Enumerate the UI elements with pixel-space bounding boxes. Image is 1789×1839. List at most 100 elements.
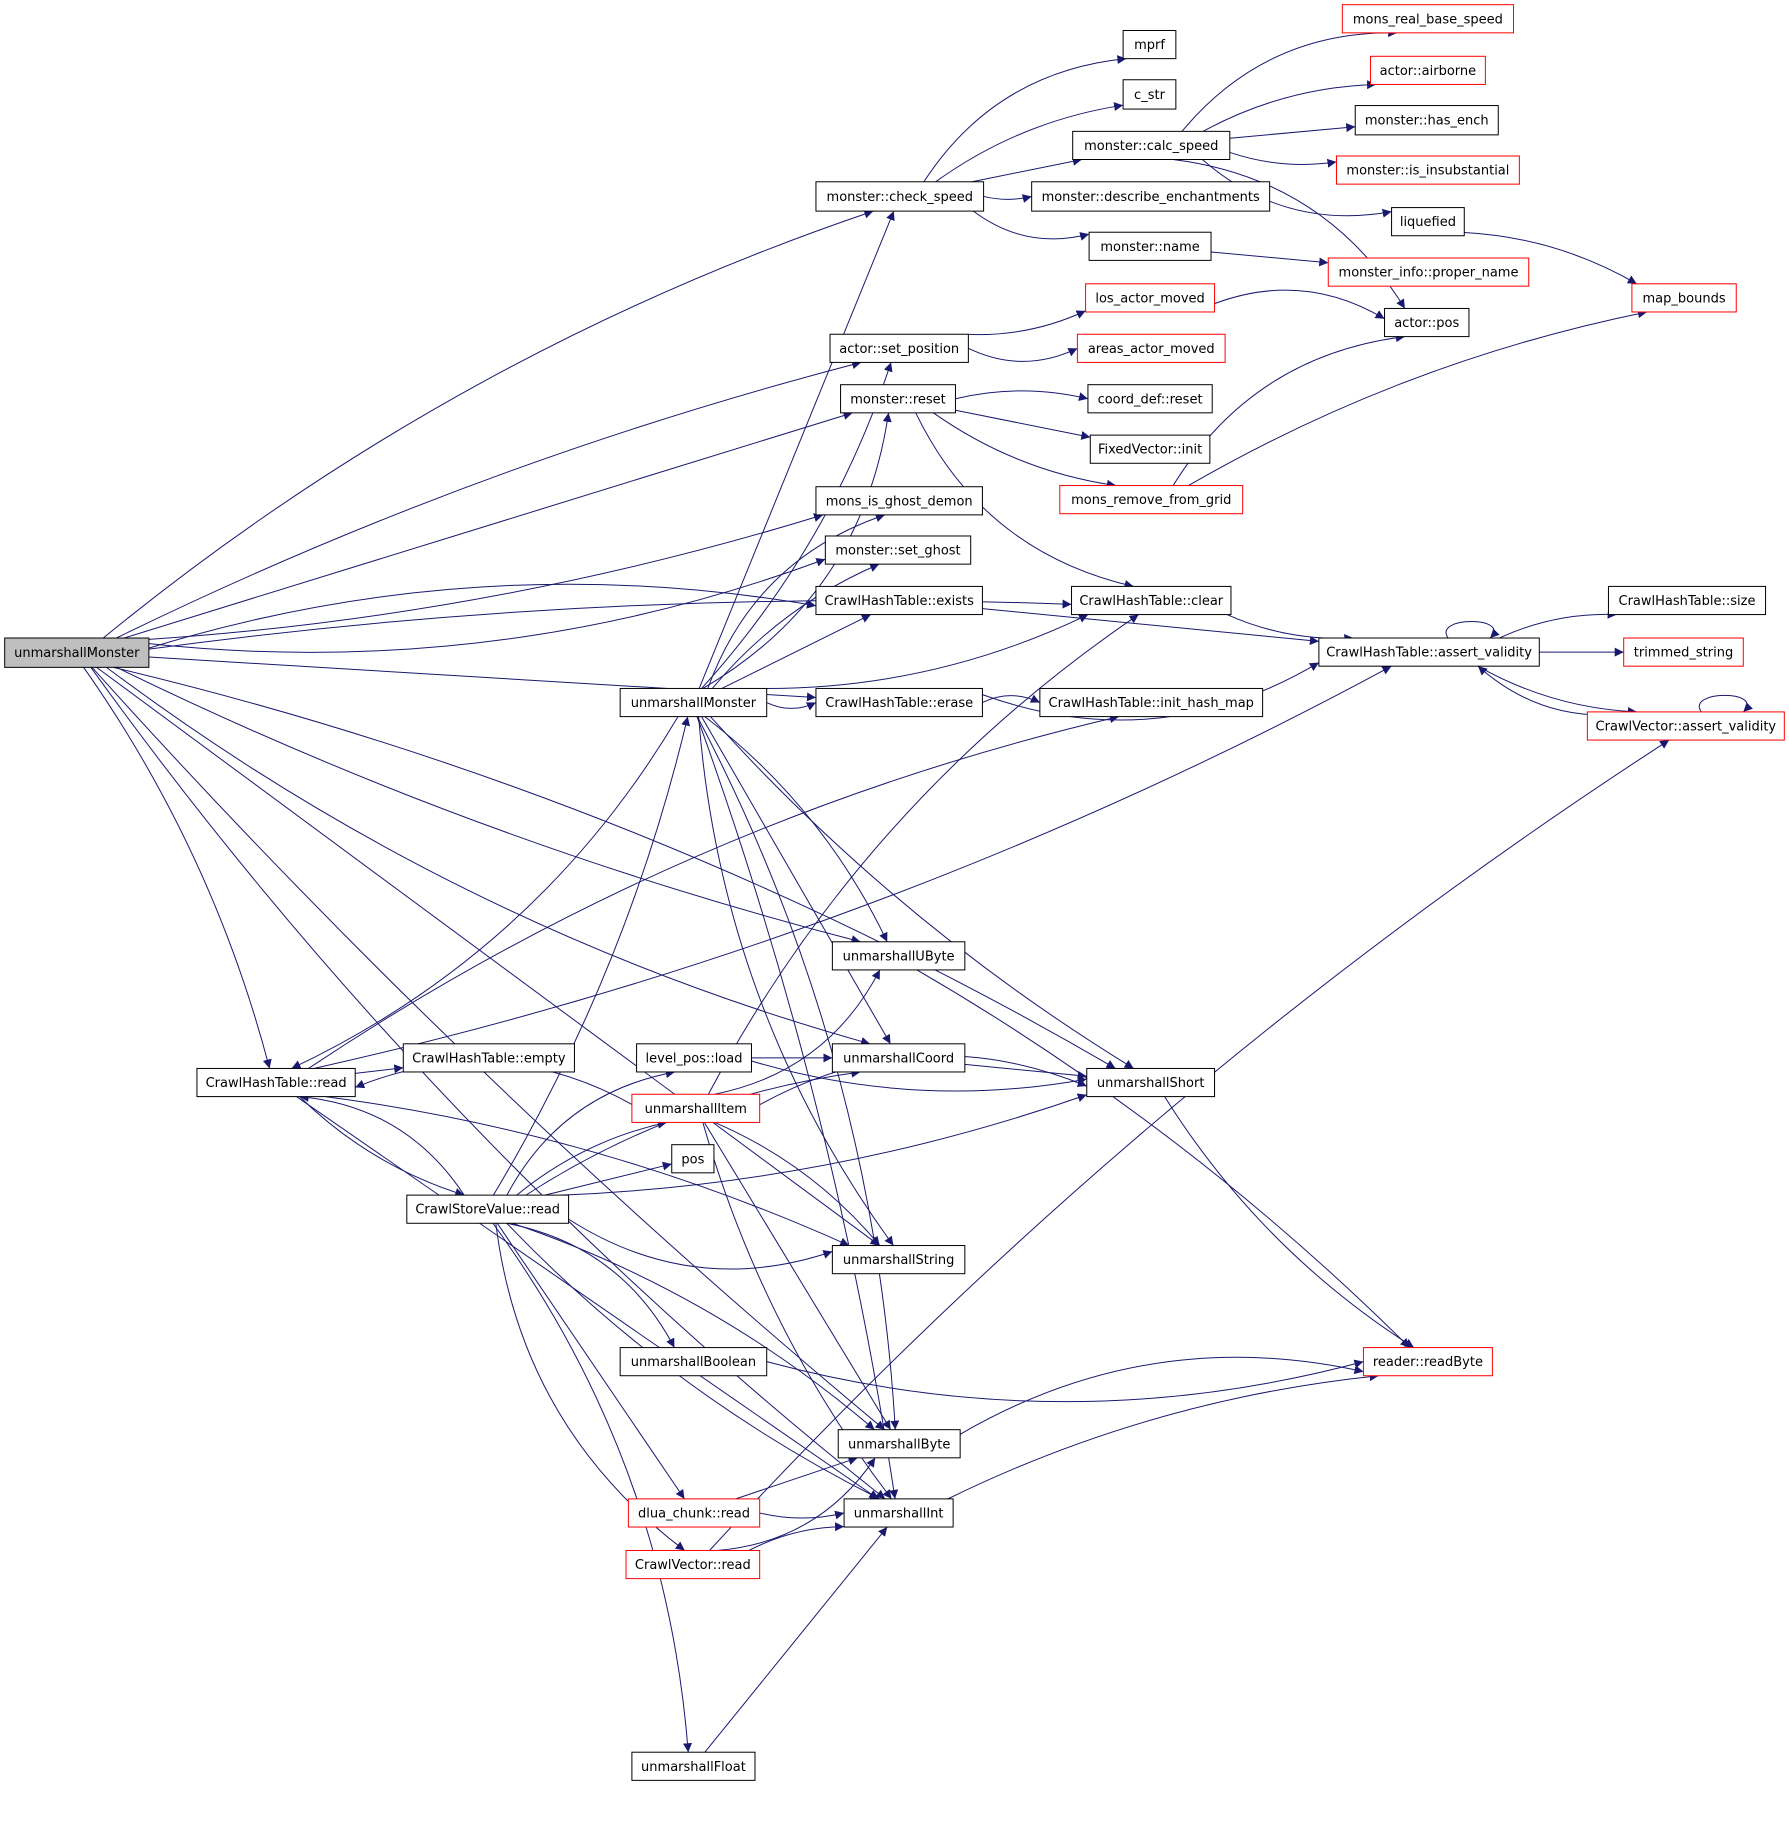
node-check_speed[interactable]: monster::check_speed: [815, 181, 985, 212]
node-box: [831, 941, 966, 971]
node-label: monster::reset: [850, 392, 946, 407]
edge-root-to-ghost_demon: [148, 513, 824, 640]
node-cv_assert[interactable]: CrawlVector::assert_validity: [1586, 711, 1785, 741]
node-coord_reset[interactable]: coord_def::reset: [1087, 384, 1213, 414]
node-label: mons_is_ghost_demon: [826, 494, 973, 509]
node-string[interactable]: unmarshallString: [831, 1245, 966, 1275]
node-ht_read[interactable]: CrawlHashTable::read: [196, 1067, 356, 1098]
edge-ht_read-to-ht_assert: [313, 665, 1392, 1069]
edge-root-to-short: [113, 666, 1116, 1069]
node-areas_actor_moved[interactable]: areas_actor_moved: [1076, 333, 1226, 363]
node-c_str[interactable]: c_str: [1122, 79, 1177, 110]
node-box: [1318, 637, 1540, 667]
node-ghost_demon[interactable]: mons_is_ghost_demon: [815, 486, 983, 516]
node-map_bounds[interactable]: map_bounds: [1631, 283, 1737, 313]
edge-dlua-to-int: [759, 1510, 845, 1520]
node-label: monster::describe_enchantments: [1042, 190, 1260, 205]
node-airborne[interactable]: actor::airborne: [1369, 55, 1486, 85]
node-box: [1327, 257, 1530, 287]
edge-byte-to-readbyte: [959, 1356, 1364, 1435]
node-mon_reset[interactable]: monster::reset: [840, 384, 956, 414]
edge-cv_assert-to-cv_assert: [1698, 694, 1753, 713]
node-item[interactable]: unmarshallItem: [631, 1093, 761, 1123]
edge-cv_read-to-int: [748, 1522, 845, 1551]
edge-sv_read-to-float: [492, 1222, 693, 1753]
node-mons_real_base_speed[interactable]: mons_real_base_speed: [1341, 4, 1514, 34]
node-label: monster::name: [1100, 240, 1199, 255]
node-box: [631, 1751, 756, 1781]
node-box: [831, 1043, 966, 1073]
node-set_ghost[interactable]: monster::set_ghost: [824, 535, 972, 565]
node-ht_erase[interactable]: CrawlHashTable::erase: [815, 687, 983, 718]
node-ht_size[interactable]: CrawlHashTable::size: [1607, 585, 1767, 616]
node-box: [1087, 384, 1213, 414]
node-root[interactable]: unmarshallMonster: [4, 637, 150, 668]
node-ht_clear[interactable]: CrawlHashTable::clear: [1071, 585, 1232, 616]
node-label: monster::has_ench: [1365, 114, 1489, 129]
node-coord[interactable]: unmarshallCoord: [831, 1043, 966, 1073]
node-levelpos_load[interactable]: level_pos::load: [636, 1043, 752, 1073]
node-ht_assert[interactable]: CrawlHashTable::assert_validity: [1318, 637, 1540, 667]
edge-root-to-ht_read: [83, 667, 272, 1069]
node-liquefied[interactable]: liquefied: [1391, 207, 1465, 237]
node-box: [636, 1043, 752, 1073]
edge-calc_speed-to-liquefied: [1201, 159, 1392, 218]
edge-ht_clear-to-ht_assert: [1226, 614, 1354, 643]
node-set_position[interactable]: actor::set_position: [829, 333, 969, 363]
edge-sv_read-to-ht_read: [299, 1092, 465, 1196]
node-fv_init[interactable]: FixedVector::init: [1089, 434, 1211, 464]
node-ubyte[interactable]: unmarshallUByte: [831, 941, 966, 971]
node-ht_empty[interactable]: CrawlHashTable::empty: [402, 1043, 575, 1073]
node-sv_read[interactable]: CrawlStoreValue::read: [406, 1194, 570, 1224]
node-cv_read[interactable]: CrawlVector::read: [625, 1549, 761, 1580]
node-int[interactable]: unmarshallInt: [843, 1498, 954, 1528]
node-calc_speed[interactable]: monster::calc_speed: [1072, 130, 1231, 161]
node-proper_name[interactable]: monster_info::proper_name: [1327, 257, 1530, 287]
node-actor_pos[interactable]: actor::pos: [1384, 307, 1470, 338]
node-ht_exists[interactable]: CrawlHashTable::exists: [815, 585, 983, 616]
node-box: [196, 1067, 356, 1098]
node-box: [837, 1429, 961, 1459]
node-dlua[interactable]: dlua_chunk::read: [627, 1498, 761, 1528]
node-label: unmarshallShort: [1097, 1076, 1205, 1091]
node-label: mons_real_base_speed: [1353, 12, 1503, 27]
edge-liquefied-to-map_bounds: [1464, 231, 1638, 285]
edge-cv_read-to-byte: [716, 1457, 876, 1551]
edge-sv_read-to-inner: [492, 716, 691, 1196]
node-trimmed_string[interactable]: trimmed_string: [1623, 637, 1744, 667]
edge-ht_erase-to-ht_init: [982, 694, 1041, 703]
node-box: [1384, 307, 1470, 338]
node-label: unmarshallString: [843, 1253, 954, 1268]
node-mon_name[interactable]: monster::name: [1088, 231, 1212, 261]
node-pos[interactable]: pos: [671, 1144, 715, 1174]
edge-short-to-readbyte: [1164, 1096, 1415, 1349]
node-readbyte[interactable]: reader::readByte: [1362, 1347, 1493, 1377]
node-short[interactable]: unmarshallShort: [1086, 1067, 1216, 1098]
node-mons_remove[interactable]: mons_remove_from_grid: [1059, 485, 1244, 515]
node-mprf[interactable]: mprf: [1122, 29, 1177, 60]
node-ht_init[interactable]: CrawlHashTable::init_hash_map: [1039, 687, 1264, 718]
node-label: CrawlHashTable::assert_validity: [1326, 646, 1532, 661]
edge-mon_reset-to-fv_init: [955, 409, 1091, 440]
node-has_ench[interactable]: monster::has_ench: [1354, 105, 1499, 136]
node-label: CrawlStoreValue::read: [415, 1203, 560, 1218]
node-byte[interactable]: unmarshallByte: [837, 1429, 961, 1459]
edge-inner-to-coord: [701, 716, 891, 1045]
node-describe_ench[interactable]: monster::describe_enchantments: [1031, 181, 1271, 212]
node-is_insub[interactable]: monster::is_insubstantial: [1335, 155, 1520, 185]
node-float[interactable]: unmarshallFloat: [631, 1751, 756, 1781]
node-los_actor_moved[interactable]: los_actor_moved: [1085, 283, 1216, 313]
edge-root-to-set_position: [116, 360, 862, 639]
node-label: unmarshallMonster: [631, 696, 757, 711]
edge-inner-to-short: [710, 716, 1134, 1069]
node-label: CrawlVector::read: [635, 1558, 751, 1573]
edge-inner-to-ubyte: [704, 716, 888, 942]
node-label: c_str: [1134, 88, 1166, 103]
edge-dlua-to-byte: [735, 1456, 858, 1500]
node-boolean[interactable]: unmarshallBoolean: [619, 1347, 768, 1377]
edge-coord-to-short: [964, 1063, 1087, 1080]
node-inner[interactable]: unmarshallMonster: [619, 687, 768, 718]
edge-ht_read-to-int: [296, 1096, 879, 1500]
node-box: [1623, 637, 1744, 667]
node-box: [815, 181, 985, 212]
